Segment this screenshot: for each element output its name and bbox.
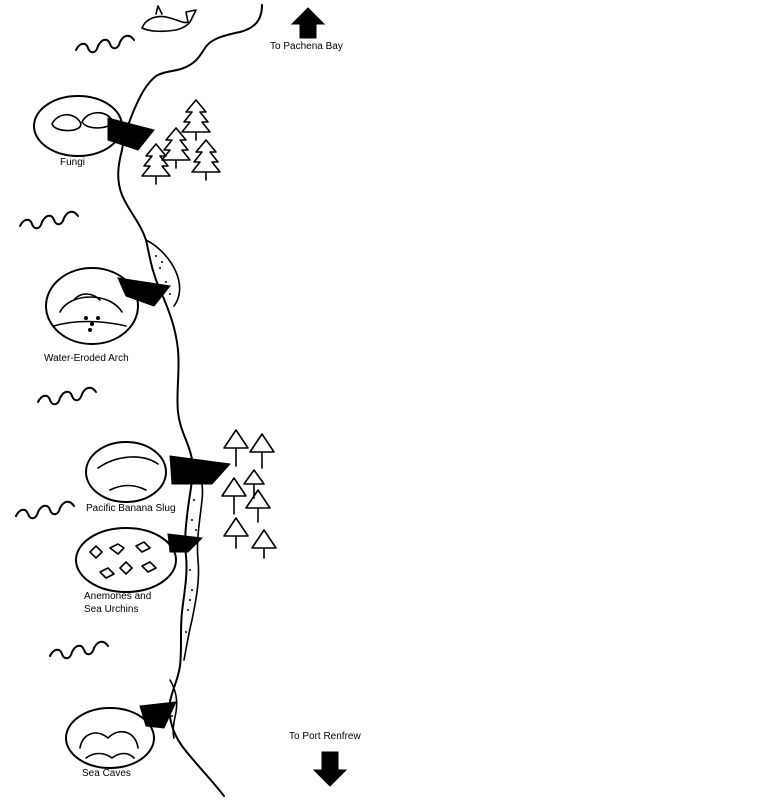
south-arrow-icon — [312, 751, 348, 787]
caves-marker[interactable] — [65, 701, 177, 769]
fungi-label: Fungi — [60, 157, 86, 168]
wave-icon — [19, 210, 79, 230]
whale-icon — [141, 5, 197, 33]
south-direction-label: To Port Renfrew — [289, 731, 361, 742]
slug-label: Pacific Banana Slug — [86, 503, 176, 514]
arch-label: Water-Eroded Arch — [44, 353, 129, 364]
north-arrow-icon — [290, 7, 326, 39]
anemones-marker[interactable] — [75, 527, 204, 593]
arch-marker[interactable] — [45, 267, 171, 345]
wave-icon — [15, 500, 75, 520]
beach-edge-2 — [183, 459, 204, 661]
caves-label: Sea Caves — [82, 768, 131, 779]
anemones-label: Anemones and Sea Urchins — [84, 591, 152, 615]
conifer-trees-icon — [141, 99, 221, 185]
slug-marker[interactable] — [85, 441, 232, 503]
coastline — [117, 4, 263, 797]
north-direction-label: To Pachena Bay — [270, 41, 343, 52]
wave-icon — [49, 640, 109, 660]
beach-edge-3 — [169, 679, 178, 739]
sand-dots — [155, 255, 197, 717]
wave-icon — [75, 34, 135, 54]
beach-edge-1 — [145, 239, 181, 307]
wave-icon — [37, 386, 97, 406]
triangle-trees-icon — [221, 429, 277, 559]
fungi-marker[interactable] — [33, 95, 155, 157]
